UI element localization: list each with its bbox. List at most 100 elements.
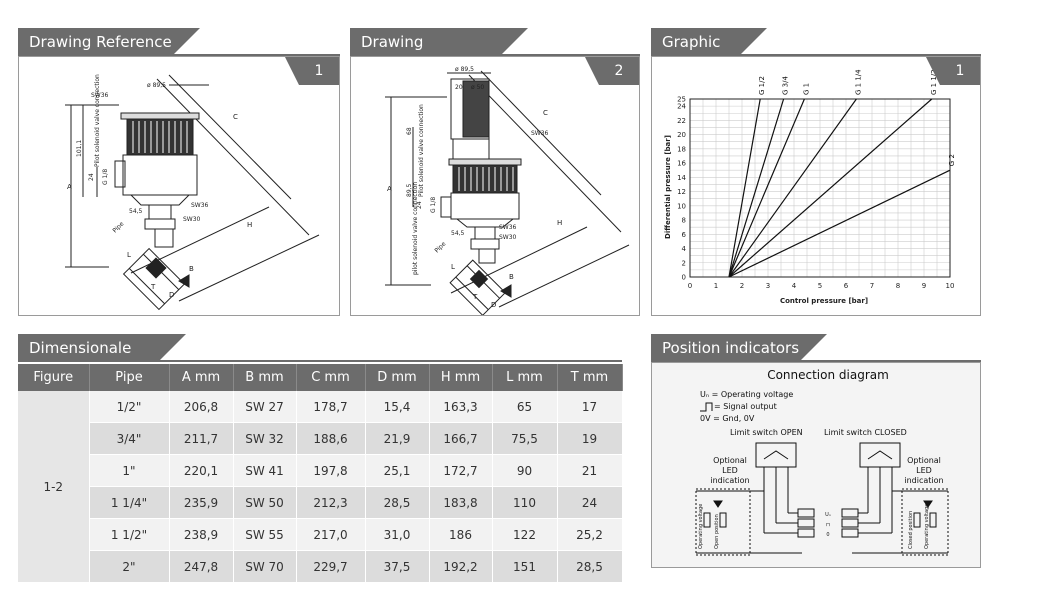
y-tick-label: 2 xyxy=(682,259,686,267)
table-cell: 178,7 xyxy=(296,391,366,423)
x-tick-label: 6 xyxy=(844,282,849,290)
d1-g18-label: G 1/8 xyxy=(102,169,109,185)
x-tick-label: 4 xyxy=(792,282,797,290)
dimension-table: Figure Pipe A mm B mm C mm D mm H mm L m… xyxy=(18,364,623,583)
d2-50-label: ø 50 xyxy=(471,84,484,91)
y-tick-label: 12 xyxy=(677,188,686,196)
plot-border xyxy=(689,98,951,278)
table-cell: 192,2 xyxy=(429,550,493,583)
d2-c-label: C xyxy=(543,109,548,117)
led-left-1: Optional xyxy=(713,456,747,465)
led-left-3: indication xyxy=(710,476,749,485)
d1-c-label: C xyxy=(233,113,238,121)
led-left-2: LED xyxy=(722,466,738,475)
table-cell: 1 1/4" xyxy=(89,486,170,519)
table-row: 3/4" 211,7 SW 32 188,6 21,9 166,7 75,5 1… xyxy=(18,422,623,455)
d2-893-label: 89,5 xyxy=(406,183,413,197)
drawing2-number: 2 xyxy=(585,57,639,85)
term-zero: 0 xyxy=(826,532,829,538)
d2-l-label: L xyxy=(451,263,455,271)
drawing1-number: 1 xyxy=(285,57,339,85)
d2-g18-label: G 1/8 xyxy=(430,197,437,213)
x-tick-label: 5 xyxy=(818,282,822,290)
col-b: B mm xyxy=(233,364,297,391)
connection-diagram: Connection diagram Uₙ = Operating voltag… xyxy=(695,368,949,556)
series-line xyxy=(728,169,951,278)
table-header-row: Figure Pipe A mm B mm C mm D mm H mm L m… xyxy=(18,364,623,391)
d1-sw36b-label: SW36 xyxy=(191,202,209,209)
position-title: Position indicators xyxy=(651,334,827,362)
series-line xyxy=(728,98,805,278)
d1-t-label: T xyxy=(150,283,156,291)
table-cell: 25,2 xyxy=(557,518,623,551)
d2-b-label: B xyxy=(509,273,514,281)
table-cell: 229,7 xyxy=(296,550,366,583)
y-axis-label: Differential pressure [bar] xyxy=(664,135,672,239)
pressure-chart: G 1/2G 3/4G 1G 1 1/4G 1 1/2G 2 012345678… xyxy=(664,69,956,305)
col-t: T mm xyxy=(557,364,623,391)
d1-sw30-label: SW30 xyxy=(183,216,201,223)
d1-d-label: D xyxy=(169,291,174,299)
d2-pilot2-label: pilot solenoid valve connection xyxy=(412,182,419,275)
d1-24-label: 24 xyxy=(88,173,95,181)
legend-signal: = Signal output xyxy=(714,402,777,411)
table-cell: 2" xyxy=(89,550,170,583)
header-rule xyxy=(350,54,640,56)
table-cell: 1" xyxy=(89,454,170,487)
series-label: G 1/2 xyxy=(758,76,766,95)
table-title: Dimensionale Table xyxy=(18,334,186,385)
col-c: C mm xyxy=(296,364,366,391)
drawing2-title: Drawing Reference xyxy=(350,28,528,79)
x-tick-label: 1 xyxy=(714,282,718,290)
table-cell: 90 xyxy=(492,454,558,487)
d1-a-label: A xyxy=(67,183,72,191)
y-tick-label: 20 xyxy=(677,131,686,139)
table-cell: 24 xyxy=(557,486,623,519)
col-h: H mm xyxy=(429,364,493,391)
d1-pilot-label: Pilot solenoid valve connection xyxy=(94,74,101,167)
y-tick-label: 10 xyxy=(677,202,686,210)
led-right-3: indication xyxy=(904,476,943,485)
d1-pipe-label: Pipe xyxy=(111,220,125,234)
col-a: A mm xyxy=(169,364,234,391)
d2-pipe-label: Pipe xyxy=(433,240,447,254)
series-line xyxy=(728,98,933,278)
d1-sw36-label: SW36 xyxy=(91,92,109,99)
connection-frame: Connection diagram Uₙ = Operating voltag… xyxy=(651,362,981,568)
graphic-frame: 1 G 1/2G 3/4G 1G 1 1/4G 1 1/2G 2 0123456… xyxy=(651,56,981,316)
table-cell: 206,8 xyxy=(169,391,234,423)
x-tick-label: 10 xyxy=(946,282,955,290)
d2-pilot1-label: Pilot solenoid valve connection xyxy=(418,104,425,197)
table-cell: 15,4 xyxy=(365,391,430,423)
legend-gnd: 0V = Gnd, 0V xyxy=(700,414,755,423)
label-limit-open: Limit switch OPEN xyxy=(730,428,803,437)
graphic-title: Graphic xyxy=(651,28,767,56)
v-right-2: Operating voltage xyxy=(924,504,930,549)
table-cell: 166,7 xyxy=(429,422,493,455)
v-left-2: Open position xyxy=(714,514,720,549)
table-cell: 183,8 xyxy=(429,486,493,519)
col-d: D mm xyxy=(365,364,430,391)
table-cell: 172,7 xyxy=(429,454,493,487)
drawing1-frame: 1 xyxy=(18,56,340,316)
table-cell: 238,9 xyxy=(169,518,234,551)
series-label: G 1 1/4 xyxy=(854,69,862,95)
table-cell: 21 xyxy=(557,454,623,487)
series-label: G 3/4 xyxy=(782,76,790,95)
d2-20-label: 20 xyxy=(455,84,463,91)
table-cell: 220,1 xyxy=(169,454,234,487)
table-cell: 151 xyxy=(492,550,558,583)
v-right-1: Closed position xyxy=(908,511,914,549)
y-tick-label: 22 xyxy=(677,117,686,125)
table-cell: 28,5 xyxy=(557,550,623,583)
x-tick-label: 3 xyxy=(766,282,770,290)
table-cell: 1 1/2" xyxy=(89,518,170,551)
d1-diam-label: ø 89,5 xyxy=(147,82,166,89)
y-tick-label: 4 xyxy=(682,245,687,253)
table-cell: 31,0 xyxy=(365,518,430,551)
table-cell: SW 41 xyxy=(233,454,297,487)
term-sig: ⊓ xyxy=(826,522,830,528)
drawing1-header: Drawing Reference xyxy=(18,28,340,56)
position-header: Position indicators xyxy=(651,334,981,362)
